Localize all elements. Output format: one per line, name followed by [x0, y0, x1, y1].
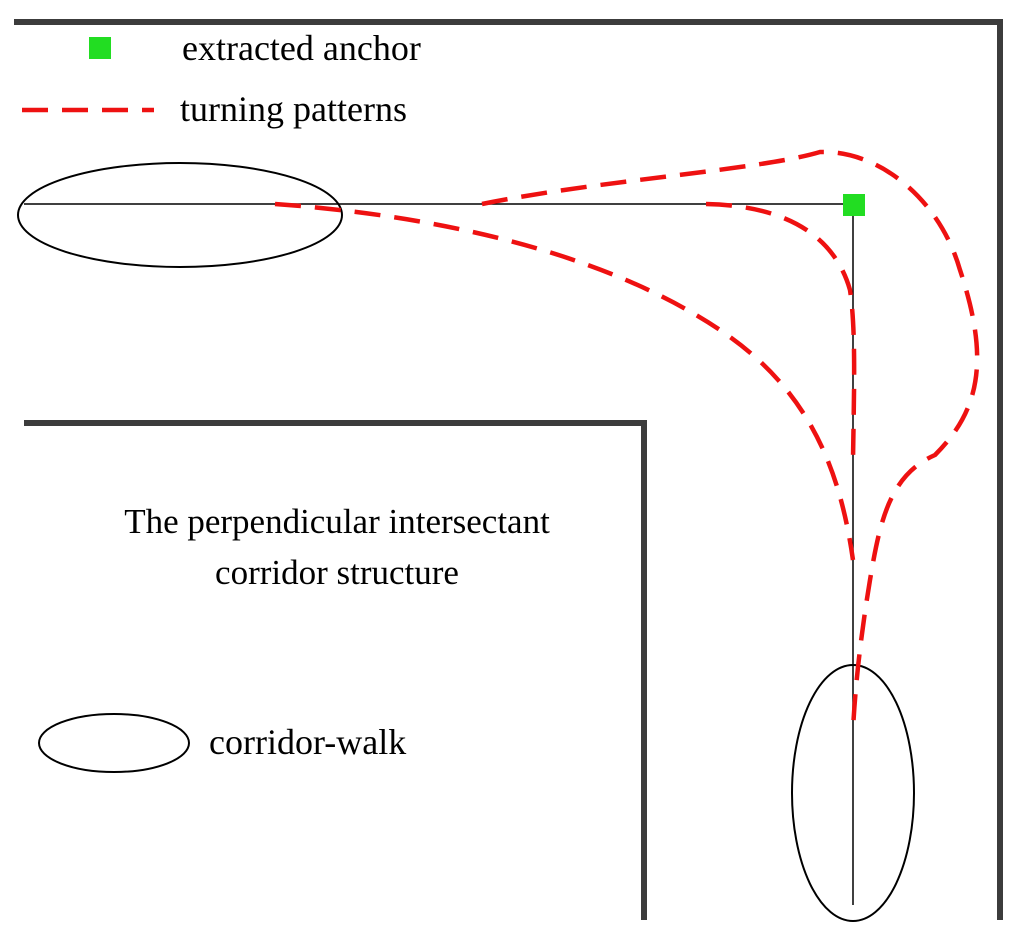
- legend-corridor-walk-icon: [38, 713, 190, 773]
- caption-line2: corridor structure: [215, 553, 459, 592]
- legend-turning-label: turning patterns: [180, 89, 407, 129]
- extracted-anchor-marker: [843, 194, 865, 216]
- turning-pattern-middle: [274, 201, 856, 561]
- legend-corridor-walk-label: corridor-walk: [209, 722, 406, 762]
- corridor-walk-ellipse-horizontal: [17, 162, 343, 268]
- inner-wall: [24, 420, 647, 920]
- legend-anchor-icon: [89, 37, 111, 59]
- turning-pattern-inner: [705, 201, 857, 461]
- legend-anchor-label: extracted anchor: [182, 28, 421, 68]
- caption-line1: The perpendicular intersectant: [124, 502, 550, 541]
- corridor-walk-ellipse-vertical: [791, 664, 915, 922]
- outer-wall: [14, 19, 1003, 920]
- turning-pattern-outer: [481, 149, 980, 731]
